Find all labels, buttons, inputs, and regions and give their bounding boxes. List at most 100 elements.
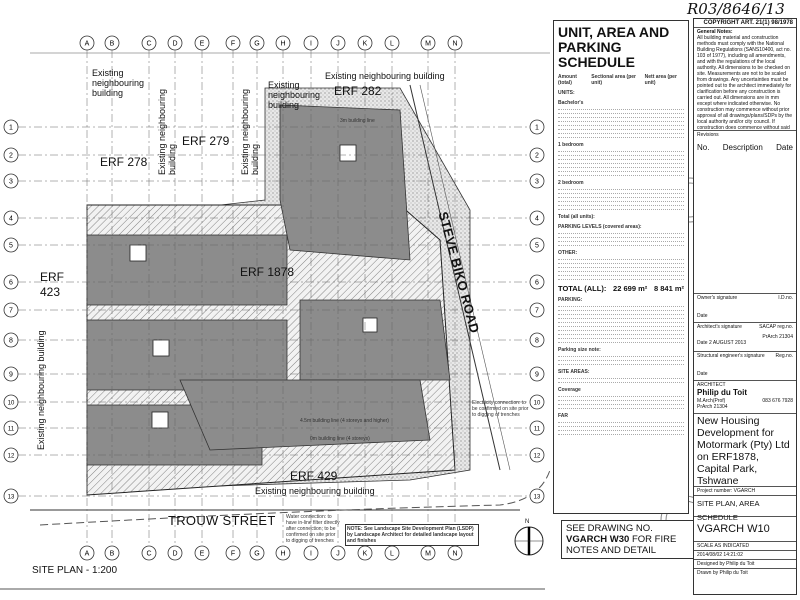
grid-bubble-row-10: 10	[3, 394, 19, 410]
svg-text:B: B	[110, 41, 115, 48]
svg-text:11: 11	[8, 427, 15, 433]
schedule-row-placeholder	[558, 421, 684, 423]
grid-bubble-row-7: 7	[529, 302, 545, 318]
svg-text:E: E	[200, 551, 205, 558]
building-line-label: 4.5m building line (4 storeys and higher…	[300, 418, 389, 424]
grid-bubble-g: G	[249, 545, 265, 561]
grid-bubble-n: N	[447, 545, 463, 561]
grid-bubble-row-13: 13	[3, 488, 19, 504]
electricity-note: Electricity connection: to be confirmed …	[472, 400, 529, 418]
lift-core	[339, 144, 357, 162]
schedule-row-placeholder	[558, 112, 684, 114]
svg-text:L: L	[390, 551, 394, 558]
total-all-value: 22 699 m²	[613, 284, 648, 293]
svg-text:J: J	[336, 41, 340, 48]
grid-bubble-row-5: 5	[3, 237, 19, 253]
schedule-row-placeholder	[558, 325, 684, 327]
reg-no-label: Reg.no.	[775, 353, 793, 359]
schedule-row-placeholder	[558, 278, 684, 280]
schedule-row-placeholder	[558, 274, 684, 276]
svg-text:1: 1	[9, 125, 13, 132]
svg-text:6: 6	[9, 280, 13, 287]
lift-core	[152, 339, 170, 357]
drawing-number: VGARCH W10	[694, 516, 796, 541]
schedule-section-heading: Bachelor's	[558, 100, 584, 106]
stamp-number: R03/8646/13	[687, 0, 785, 18]
schedule-row-placeholder	[558, 270, 684, 272]
owner-signature-label: Owner's signature	[697, 295, 738, 301]
svg-text:11: 11	[534, 427, 541, 433]
schedule-row-placeholder	[558, 136, 684, 138]
grid-bubble-row-4: 4	[3, 210, 19, 226]
svg-text:6: 6	[535, 280, 539, 287]
schedule-row-placeholder	[558, 355, 684, 357]
svg-text:J: J	[336, 551, 340, 558]
schedule-row-placeholder	[558, 363, 684, 365]
svg-text:H: H	[280, 41, 285, 48]
grid-bubble-e: E	[194, 545, 210, 561]
svg-text:A: A	[85, 551, 90, 558]
grid-bubble-row-9: 9	[3, 366, 19, 382]
drawing-title: SITE PLAN, AREA SCHEDULE	[694, 495, 796, 522]
schedule-row-placeholder	[558, 128, 684, 130]
grid-bubble-m: M	[420, 35, 436, 51]
svg-text:13: 13	[8, 495, 15, 501]
schedule-row-placeholder	[558, 236, 684, 238]
schedule-row-placeholder	[558, 244, 684, 246]
existing-building-label: Existing neighbouring building	[240, 88, 260, 175]
prarch-number: PrArch 21304	[762, 334, 793, 340]
north-label: N	[525, 519, 530, 525]
project-title: New Housing Development for Motormark (P…	[694, 413, 796, 487]
general-notes-heading: General Notes:	[697, 29, 733, 35]
grid-bubble-d: D	[167, 35, 183, 51]
grid-bubble-m: M	[420, 545, 436, 561]
schedule-row-placeholder	[558, 305, 684, 307]
erf-282-label: ERF 282	[334, 84, 382, 98]
grid-bubble-row-10: 10	[529, 394, 545, 410]
north-arrow-icon	[514, 526, 544, 556]
grid-bubble-a: A	[79, 35, 95, 51]
grid-bubble-i: I	[303, 35, 319, 51]
schedule-section-heading: PARKING LEVELS (covered areas):	[558, 224, 642, 230]
schedule-row-placeholder	[558, 166, 684, 168]
svg-text:G: G	[254, 551, 259, 558]
grid-bubble-j: J	[330, 35, 346, 51]
general-notes: All building material and construction m…	[697, 35, 793, 130]
id-no-label: I.D.no.	[778, 295, 793, 301]
schedule-title: UNIT, AREA AND PARKING SCHEDULE	[558, 24, 670, 70]
fire-note-line: FOR FIRE	[629, 534, 677, 545]
schedule-row-placeholder	[558, 116, 684, 118]
fire-note-line: SEE DRAWING NO.	[566, 523, 653, 534]
grid-bubble-l: L	[384, 35, 400, 51]
grid-bubble-row-8: 8	[3, 332, 19, 348]
schedule-row-placeholder	[558, 407, 684, 409]
svg-text:10: 10	[534, 401, 541, 407]
svg-text:N: N	[452, 41, 457, 48]
svg-text:5: 5	[9, 243, 13, 250]
schedule-row-placeholder	[558, 395, 684, 397]
grid-bubble-row-7: 7	[3, 302, 19, 318]
svg-text:F: F	[231, 41, 235, 48]
schedule-row-placeholder	[558, 333, 684, 335]
fire-note-box: SEE DRAWING NO. VGARCH W30 FOR FIRE NOTE…	[561, 520, 697, 559]
building-block-west-1	[86, 234, 288, 306]
svg-text:10: 10	[8, 401, 15, 407]
lift-core	[151, 411, 169, 429]
engineer-signature-label: Structural engineer's signature	[697, 353, 765, 359]
drawn-by: Drawn by Philip du Toit	[694, 568, 796, 577]
datetime: 2014/08/02 14:21:02	[694, 550, 796, 559]
schedule-section-heading: SITE AREAS:	[558, 369, 590, 375]
schedule-row-placeholder	[558, 154, 684, 156]
copyright: COPYRIGHT ART. 21(1) 98/1978	[703, 20, 793, 26]
schedule-row-placeholder	[558, 200, 684, 202]
grid-bubble-row-2: 2	[529, 147, 545, 163]
site-plan-title: SITE PLAN - 1:200	[32, 565, 118, 576]
lift-core	[129, 244, 147, 262]
architect-quals: M.Arch(Prof) PrArch 21304	[697, 398, 728, 410]
schedule-row-placeholder	[558, 170, 684, 172]
grid-bubble-row-13: 13	[529, 488, 545, 504]
schedule-row-placeholder	[558, 403, 684, 405]
grid-bubble-row-3: 3	[529, 173, 545, 189]
svg-text:3: 3	[9, 179, 13, 186]
